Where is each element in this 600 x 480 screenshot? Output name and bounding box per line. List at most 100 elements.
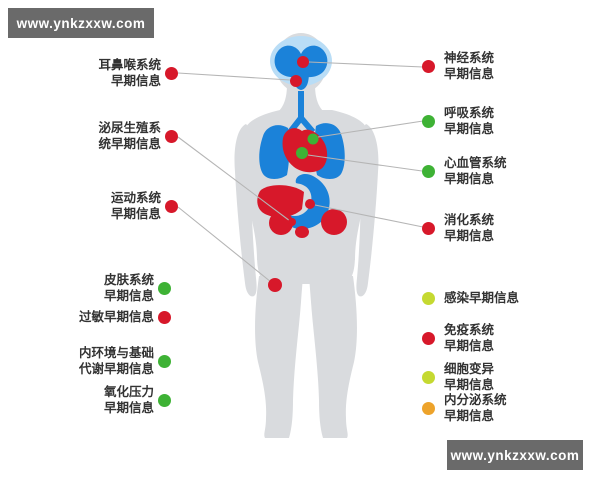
label-line: 呼吸系统 xyxy=(444,106,495,120)
label-line: 代谢早期信息 xyxy=(78,362,154,376)
label-line: 早期信息 xyxy=(444,229,495,243)
label-line: 内环境与基础 xyxy=(78,346,154,360)
label-line: 早期信息 xyxy=(444,67,495,81)
label-line: 感染早期信息 xyxy=(444,291,520,305)
label-text: 过敏早期信息 xyxy=(74,309,154,325)
label-line: 早期信息 xyxy=(103,401,154,415)
marker-dot xyxy=(165,66,178,80)
body-marker-lung xyxy=(307,133,319,145)
watermark-bottom-right: www.ynkzxxw.com xyxy=(447,440,583,470)
stomach-graphic xyxy=(286,173,330,230)
label-line: 早期信息 xyxy=(110,74,161,88)
label-skin-system: 皮肤系统 早期信息 xyxy=(74,272,171,304)
marker-dot xyxy=(158,393,171,407)
bladder-graphic xyxy=(295,226,309,238)
trachea-graphic xyxy=(298,91,304,121)
label-respiratory-system: 呼吸系统 早期信息 xyxy=(422,105,494,137)
body-marker-thigh xyxy=(268,278,282,292)
marker-dot xyxy=(158,310,171,324)
label-internal-environment: 内环境与基础 代谢早期信息 xyxy=(74,345,171,377)
marker-dot xyxy=(422,114,435,128)
label-line: 早期信息 xyxy=(444,122,495,136)
label-text: 神经系统 早期信息 xyxy=(444,50,494,82)
marker-dot xyxy=(165,199,178,213)
label-line: 氧化压力 xyxy=(103,385,154,399)
label-nervous-system: 神经系统 早期信息 xyxy=(422,50,494,82)
label-text: 耳鼻喉系统 早期信息 xyxy=(81,57,161,89)
label-line: 早期信息 xyxy=(110,207,161,221)
marker-dot xyxy=(422,291,435,305)
marker-dot xyxy=(422,59,435,73)
label-line: 免疫系统 xyxy=(444,323,495,337)
label-line: 消化系统 xyxy=(444,213,495,227)
label-movement-system: 运动系统 早期信息 xyxy=(81,190,178,222)
label-digestive-system: 消化系统 早期信息 xyxy=(422,212,494,244)
label-text: 内分泌系统 早期信息 xyxy=(444,392,507,424)
marker-dot xyxy=(422,164,435,178)
label-line: 细胞变异 xyxy=(444,362,495,376)
label-line: 泌尿生殖系 xyxy=(98,121,161,135)
connector-nervous xyxy=(308,61,424,68)
connector-ent xyxy=(177,72,291,81)
label-line: 运动系统 xyxy=(110,191,161,205)
label-cardiovascular-system: 心血管系统 早期信息 xyxy=(422,155,507,187)
label-line: 内分泌系统 xyxy=(444,393,507,407)
marker-dot xyxy=(158,281,171,295)
marker-dot xyxy=(158,354,171,368)
label-allergy: 过敏早期信息 xyxy=(74,309,171,325)
connector-lines xyxy=(177,61,424,283)
connector-respiratory xyxy=(317,120,424,138)
label-line: 早期信息 xyxy=(103,289,154,303)
label-cell-mutation: 细胞变异 早期信息 xyxy=(422,361,494,393)
marker-dot xyxy=(422,221,435,235)
right-arm-shape xyxy=(356,124,379,297)
label-line: 早期信息 xyxy=(444,172,495,186)
liver-graphic xyxy=(257,185,304,218)
label-line: 早期信息 xyxy=(444,339,495,353)
label-line: 统早期信息 xyxy=(98,137,161,151)
right-leg-shape xyxy=(309,272,357,438)
body-marker-pelvis xyxy=(288,218,296,226)
connector-digestive xyxy=(314,204,424,228)
label-text: 心血管系统 早期信息 xyxy=(444,155,507,187)
label-line: 过敏早期信息 xyxy=(78,310,154,324)
label-text: 细胞变异 早期信息 xyxy=(444,361,494,393)
label-text: 氧化压力 早期信息 xyxy=(74,384,154,416)
label-infection: 感染早期信息 xyxy=(422,290,519,306)
label-immune-system: 免疫系统 早期信息 xyxy=(422,322,494,354)
label-line: 皮肤系统 xyxy=(103,273,154,287)
kidney-left-graphic xyxy=(269,211,293,235)
connector-cardiovascular xyxy=(307,154,423,172)
body-marker-throat xyxy=(290,75,302,87)
label-ent-system: 耳鼻喉系统 早期信息 xyxy=(81,57,178,89)
label-text: 感染早期信息 xyxy=(444,290,519,306)
label-text: 呼吸系统 早期信息 xyxy=(444,105,494,137)
label-line: 耳鼻喉系统 xyxy=(98,58,161,72)
label-text: 泌尿生殖系 统早期信息 xyxy=(81,120,161,152)
label-line: 神经系统 xyxy=(444,51,495,65)
connector-movement xyxy=(177,206,272,283)
body-marker-dots xyxy=(268,56,319,292)
body-marker-brain xyxy=(297,56,309,68)
watermark-top-left: www.ynkzxxw.com xyxy=(8,8,154,38)
body-marker-stomach xyxy=(305,199,315,209)
label-line: 早期信息 xyxy=(444,378,495,392)
label-text: 免疫系统 早期信息 xyxy=(444,322,494,354)
marker-dot xyxy=(165,129,178,143)
label-text: 运动系统 早期信息 xyxy=(81,190,161,222)
label-text: 内环境与基础 代谢早期信息 xyxy=(74,345,154,377)
marker-dot xyxy=(422,370,435,384)
label-line: 心血管系统 xyxy=(444,156,507,170)
marker-dot xyxy=(422,331,435,345)
left-leg-shape xyxy=(255,272,303,438)
label-oxidative-stress: 氧化压力 早期信息 xyxy=(74,384,171,416)
kidney-right-graphic xyxy=(321,209,347,235)
label-line: 早期信息 xyxy=(444,409,495,423)
label-text: 皮肤系统 早期信息 xyxy=(74,272,154,304)
body-marker-heart xyxy=(296,147,308,159)
marker-dot xyxy=(422,401,435,415)
connector-urogenital xyxy=(177,136,291,222)
label-endocrine-system: 内分泌系统 早期信息 xyxy=(422,392,507,424)
label-text: 消化系统 早期信息 xyxy=(444,212,494,244)
